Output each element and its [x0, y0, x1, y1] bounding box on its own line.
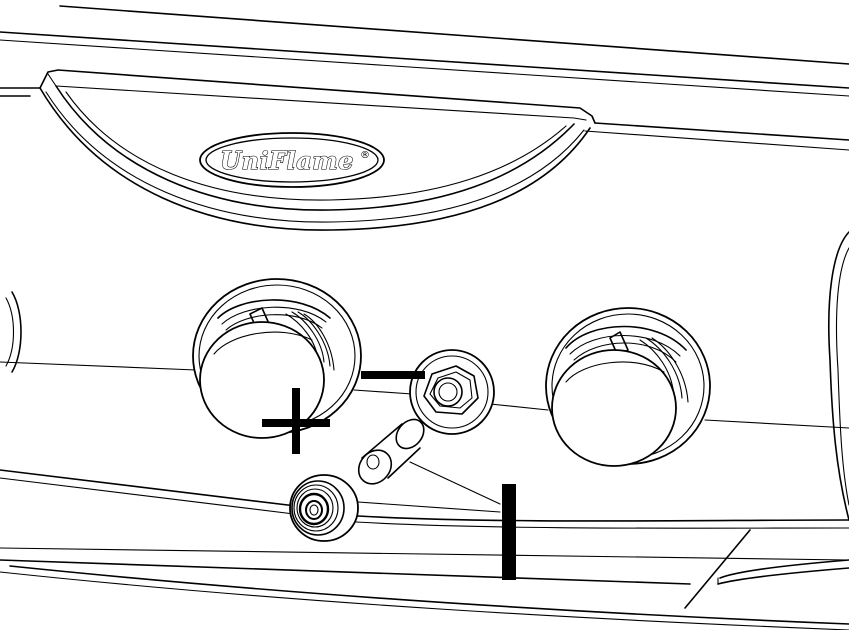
lower-right-details: [684, 529, 849, 609]
logo-brand-text: UniFlame: [220, 146, 354, 175]
plus-callout: +: [262, 388, 330, 454]
left-edge-knob-fragment: [5, 291, 22, 373]
panel-mid-lines: [0, 361, 849, 429]
handle-recess: [39, 69, 596, 231]
callout-leader-lines: [357, 461, 501, 513]
uniflame-logo: UniFlame ®: [199, 132, 385, 188]
right-side-recess: [828, 231, 849, 521]
left-control-knob[interactable]: [192, 278, 362, 439]
battery-cap-cylinder: [357, 418, 425, 485]
hex-nut-fitting: [409, 349, 495, 435]
right-control-knob[interactable]: [545, 307, 711, 467]
lower-panel-lines: [0, 469, 849, 630]
upper-panel-lines: [0, 87, 849, 151]
lid-edge-lines: [0, 5, 849, 97]
electrode-callout: I: [502, 484, 516, 580]
minus-callout: −: [361, 371, 425, 379]
logo-trademark: ®: [360, 150, 370, 161]
igniter-push-button[interactable]: [289, 474, 359, 542]
